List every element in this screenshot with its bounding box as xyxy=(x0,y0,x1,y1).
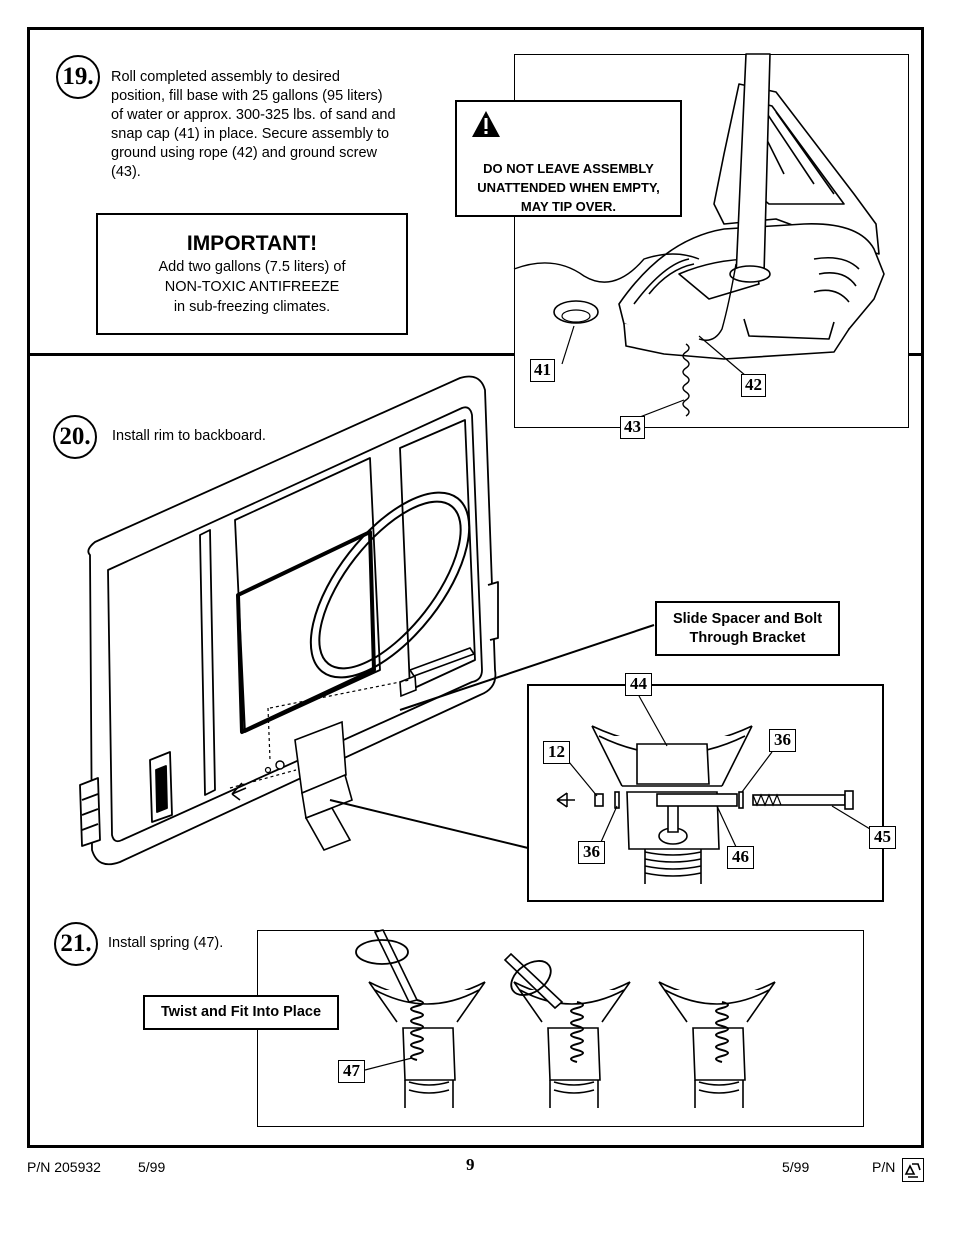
part-44-label: 44 xyxy=(625,673,652,696)
page-frame xyxy=(27,27,924,1148)
footer-part-number-left: P/N 205932 xyxy=(27,1159,101,1175)
base-illustration xyxy=(513,53,885,421)
warning-triangle-icon xyxy=(472,111,500,137)
step-20-text: Install rim to backboard. xyxy=(112,428,266,444)
step-19-text: Roll completed assembly to desired posit… xyxy=(111,69,396,180)
slide-spacer-callout: Slide Spacer and Bolt Through Bracket xyxy=(655,601,840,656)
part-12-label: 12 xyxy=(543,741,570,764)
step-21-text: Install spring (47). xyxy=(108,935,224,951)
step-21-number: 21. xyxy=(54,922,98,966)
twist-fit-callout: Twist and Fit Into Place xyxy=(143,995,339,1030)
recycle-icon xyxy=(902,1158,924,1182)
part-41-label: 41 xyxy=(530,359,555,382)
backboard-illustration xyxy=(79,375,655,866)
footer-page-number: 9 xyxy=(466,1155,475,1174)
part-43-label: 43 xyxy=(620,416,645,439)
footer-part-number-right: P/N xyxy=(872,1159,896,1175)
part-36-label-right: 36 xyxy=(769,729,796,752)
warning-box: DO NOT LEAVE ASSEMBLY UNATTENDED WHEN EM… xyxy=(455,100,682,217)
footer-date-left: 5/99 xyxy=(138,1159,166,1175)
spring-detail-illustration xyxy=(355,929,776,1108)
divider-19-20-right xyxy=(908,353,924,356)
part-42-label: 42 xyxy=(741,374,766,397)
part-47-label: 47 xyxy=(338,1060,365,1083)
important-box: IMPORTANT! Add two gallons (7.5 liters) … xyxy=(96,213,408,335)
bracket-detail-illustration xyxy=(556,695,871,884)
divider-19-20 xyxy=(27,353,517,356)
footer-date-right: 5/99 xyxy=(782,1159,810,1175)
part-36-label-left: 36 xyxy=(578,841,605,864)
important-title: IMPORTANT! xyxy=(186,232,318,255)
part-46-label: 46 xyxy=(727,846,754,869)
part-45-label: 45 xyxy=(869,826,896,849)
step-19-number: 19. xyxy=(56,55,100,99)
step-20-number: 20. xyxy=(53,415,97,459)
